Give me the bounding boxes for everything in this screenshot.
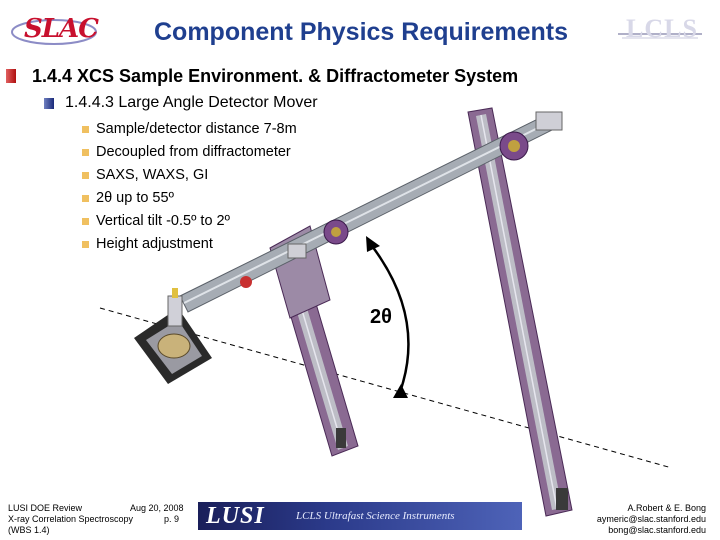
review-date: Aug 20, 2008 bbox=[130, 503, 184, 513]
requirement-text: Vertical tilt -0.5º to 2º bbox=[96, 213, 230, 229]
square-bullet-icon bbox=[82, 218, 89, 225]
square-bullet-icon bbox=[82, 149, 89, 156]
footer-left-row: X-ray Correlation Spectroscopy p. 9 bbox=[8, 514, 179, 525]
bullet-level1-text: 1.4.4 XCS Sample Environment. & Diffract… bbox=[32, 66, 519, 86]
bullet-level2-text: 1.4.4.3 Large Angle Detector Mover bbox=[65, 94, 318, 111]
slac-swoosh-icon bbox=[11, 19, 97, 45]
lusi-logo-text: LUSI bbox=[206, 503, 265, 529]
section-name: X-ray Correlation Spectroscopy bbox=[8, 514, 134, 524]
requirement-text: 2θ up to 55º bbox=[96, 190, 174, 206]
page-title: Component Physics Requirements bbox=[154, 18, 568, 46]
wbs-label: (WBS 1.4) bbox=[8, 525, 50, 535]
review-name: LUSI DOE Review bbox=[8, 503, 83, 513]
author-email: aymeric@slac.stanford.edu bbox=[596, 514, 706, 524]
footer-left-row: (WBS 1.4) bbox=[8, 525, 133, 536]
lcls-logo-text: LCLS bbox=[626, 14, 698, 43]
slac-logo-text: SLAC bbox=[24, 14, 99, 44]
requirement-text: Decoupled from diffractometer bbox=[96, 144, 291, 160]
footer-left: LUSI DOE Review Aug 20, 2008 X-ray Corre… bbox=[8, 503, 184, 536]
lcls-lines-icon bbox=[618, 33, 702, 39]
square-bullet-icon bbox=[82, 126, 89, 133]
author-email: bong@slac.stanford.edu bbox=[608, 525, 706, 535]
requirement-text: SAXS, WAXS, GI bbox=[96, 167, 209, 183]
requirement-text: Height adjustment bbox=[96, 236, 213, 252]
sample-stage bbox=[134, 288, 212, 384]
footer-left-row: LUSI DOE Review Aug 20, 2008 bbox=[8, 503, 184, 514]
vertical-rail bbox=[467, 107, 573, 517]
red-bullet-icon bbox=[6, 69, 16, 83]
slac-logo: SLAC bbox=[8, 10, 100, 50]
square-bullet-icon bbox=[82, 172, 89, 179]
two-theta-arc bbox=[366, 236, 410, 398]
beam-tube bbox=[179, 111, 563, 313]
square-bullet-icon bbox=[82, 195, 89, 202]
lusi-tagline: LCLS Ultrafast Science Instruments bbox=[296, 510, 455, 522]
requirement-text: Sample/detector distance 7-8m bbox=[96, 121, 297, 137]
footer-right: A.Robert & E. Bong aymeric@slac.stanford… bbox=[597, 503, 706, 536]
author-names: A.Robert & E. Bong bbox=[627, 503, 706, 513]
square-bullet-icon bbox=[82, 241, 89, 248]
blue-bullet-icon bbox=[44, 98, 54, 109]
page-number: p. 9 bbox=[164, 514, 180, 524]
lusi-banner: LUSI LCLS Ultrafast Science Instruments bbox=[198, 502, 522, 530]
two-theta-label: 2θ bbox=[370, 306, 392, 328]
lcls-logo: LCLS bbox=[618, 12, 702, 48]
